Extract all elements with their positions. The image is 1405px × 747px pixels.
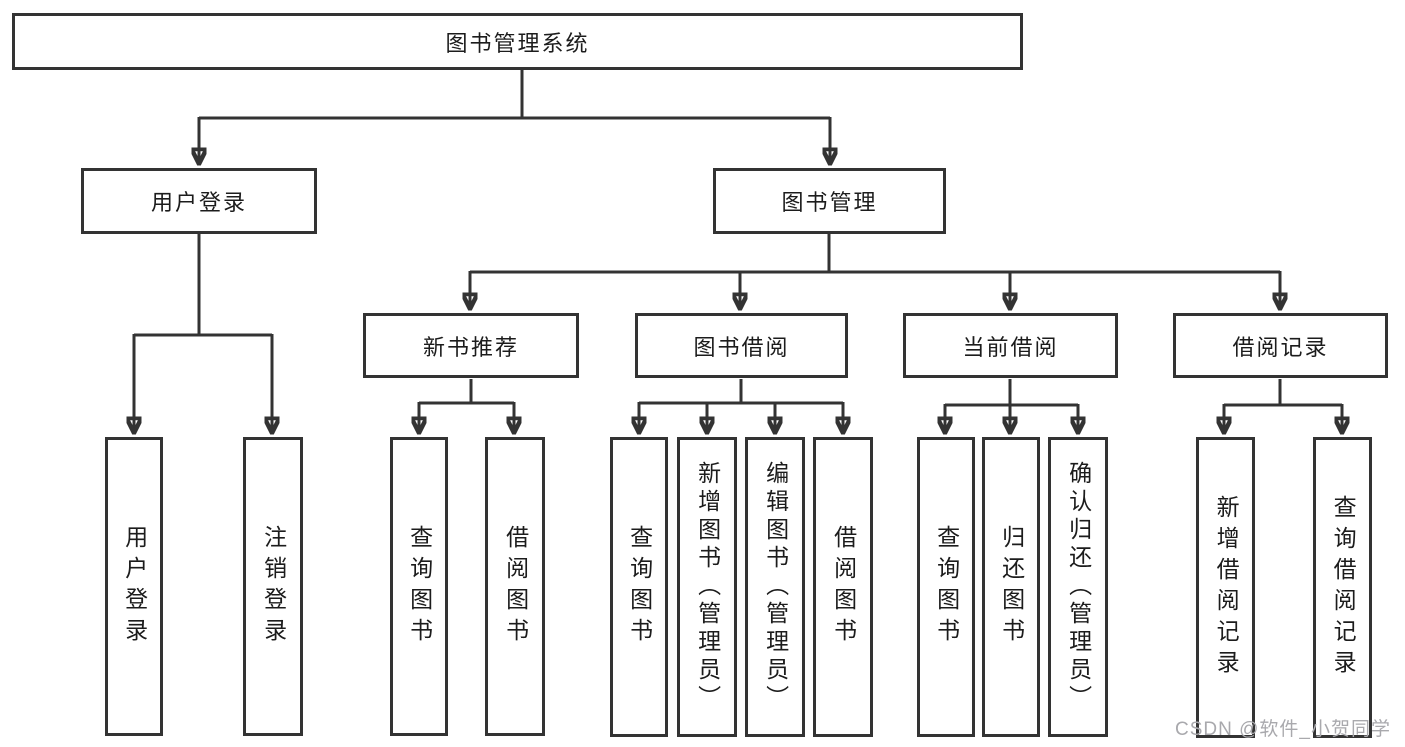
leaf-cb-query-book: 查询图书 (917, 437, 975, 737)
node-borrowing-record: 借阅记录 (1173, 313, 1388, 378)
node-book-borrowing: 图书借阅 (635, 313, 848, 378)
leaf-user-login: 用户登录 (105, 437, 163, 736)
leaf-br-query-record: 查询借阅记录 (1313, 437, 1372, 738)
leaf-logout: 注销登录 (243, 437, 303, 736)
leaf-bb-edit-book-admin: 编辑图书（管理员） (745, 437, 805, 737)
leaf-nbr-borrow-book: 借阅图书 (485, 437, 545, 736)
csdn-watermark: CSDN @软件_小贺同学 (1175, 719, 1391, 740)
node-user-login: 用户登录 (81, 168, 317, 234)
node-new-book-recommendation: 新书推荐 (363, 313, 579, 378)
leaf-bb-add-book-admin: 新增图书（管理员） (677, 437, 737, 737)
leaf-cb-confirm-return-admin: 确认归还（管理员） (1048, 437, 1108, 737)
node-root-system: 图书管理系统 (12, 13, 1023, 70)
leaf-br-add-record: 新增借阅记录 (1196, 437, 1255, 738)
node-current-borrowing: 当前借阅 (903, 313, 1118, 378)
leaf-bb-query-book: 查询图书 (610, 437, 668, 737)
leaf-nbr-query-book: 查询图书 (390, 437, 448, 736)
node-book-management: 图书管理 (713, 168, 946, 234)
leaf-bb-borrow-book: 借阅图书 (813, 437, 873, 737)
leaf-cb-return-book: 归还图书 (982, 437, 1040, 737)
